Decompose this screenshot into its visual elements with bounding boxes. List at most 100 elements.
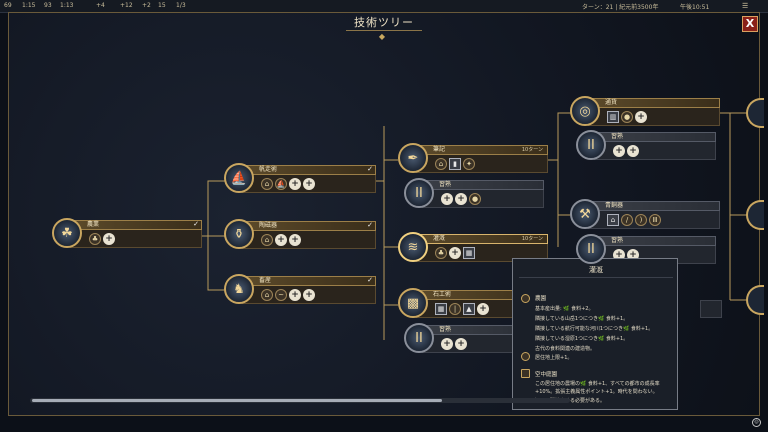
garden-heading: 空中庭園 (535, 372, 558, 378)
columns-icon: Ⅲ (649, 213, 661, 226)
plus-icon: + (289, 288, 301, 301)
plus-icon: + (635, 110, 647, 123)
scroll-icon: ▮ (449, 157, 461, 170)
harbor-icon: ⌂ (261, 177, 273, 190)
page-title: 技術ツリー (354, 16, 414, 29)
plus-icon: + (289, 233, 301, 246)
farm-line: 隣接している山岳1つにつき🌿 食料+1。 (535, 316, 629, 322)
tech-node-pottery[interactable]: 陶磁器 ✓ ⌂ + + ⚱ (224, 219, 376, 251)
tech-name: 畜産 (259, 277, 272, 284)
plus-icon: + (455, 337, 467, 350)
garden-line: 河川に隣接させる必要がある。 (535, 398, 606, 404)
stat-9: 1/3 (176, 2, 186, 9)
tooltip-divider (519, 277, 673, 278)
ornament-diamond-icon: ◆ (378, 32, 386, 41)
farm-line: 基本産出量: 🌿 食料+2。 (535, 306, 594, 312)
wall-icon: ▦ (435, 302, 447, 315)
scroll-icon: ● (469, 192, 481, 205)
stat-6: +12 (120, 2, 133, 9)
turn-count: 10ターン (521, 147, 543, 153)
title-ornament (346, 30, 422, 31)
spear-icon: / (621, 213, 633, 226)
tech-node-currency-mastery[interactable]: 習熟 + + II (576, 130, 716, 162)
tech-node-writing[interactable]: 筆記 10ターン ⌂ ▮ ✦ ✒ (398, 143, 548, 175)
settings-icon[interactable]: ◎ (752, 418, 761, 427)
obelisk-icon: | (449, 302, 461, 315)
plus-icon: + (613, 144, 625, 157)
plus-icon: + (103, 232, 115, 245)
tech-name: 灌漑 (433, 235, 446, 242)
menu-icon[interactable]: ☰ (742, 2, 749, 10)
pottery-medal-icon: ⚱ (224, 219, 254, 249)
turn-count: 10ターン (521, 236, 543, 242)
tech-node-sailing[interactable]: 帆走術✓ ⌂ ⛵ + + ⛵ (224, 163, 376, 195)
tech-name: 習熟 (439, 326, 452, 333)
pyramid-icon: ▲ (463, 302, 475, 315)
masonry-medal-icon: ▩ (398, 288, 428, 318)
check-icon: ✓ (367, 221, 373, 229)
tech-node-agriculture[interactable]: 農業✓ ♣ + ☘ (52, 218, 202, 250)
tech-name: 帆走術 (259, 166, 278, 173)
plus-icon: + (441, 337, 453, 350)
tech-name: 石工術 (433, 291, 452, 298)
farm-line: 古代の食料関連の建造物。 (535, 346, 596, 352)
tech-node-animal-husbandry[interactable]: 畜産✓ ⌂ ~ + + ♞ (224, 274, 376, 306)
farm-line: 隣接している湿原1つにつき🌿 食料+1。 (535, 336, 629, 342)
plus-icon: + (455, 192, 467, 205)
tech-name: 青銅器 (605, 202, 624, 209)
turn-counter: ターン：21 | 紀元前3500年 (582, 4, 659, 11)
library-icon: ⌂ (435, 157, 447, 170)
next-tech-medal-icon[interactable] (746, 285, 764, 315)
bronze-medal-icon: ⚒ (570, 199, 600, 229)
tech-node-currency[interactable]: 通貨 ▥ ● + ◎ (570, 96, 720, 128)
stat-2: 1:15 (22, 2, 36, 9)
tooltip-title: 灌漑 (589, 266, 603, 274)
plus-icon: + (289, 177, 301, 190)
farm-icon: ♣ (435, 246, 447, 259)
plus-icon: + (275, 233, 287, 246)
tech-name: 通貨 (605, 99, 618, 106)
farm-heading: 農園 (535, 296, 547, 302)
population-icon (521, 352, 530, 361)
plus-icon: + (627, 248, 639, 261)
garden-line: この居住地の農場の🌿 食料+1、すべての都市の成長率+10%。拡張主義属性ポイン… (535, 381, 660, 395)
plus-icon: + (303, 288, 315, 301)
clock: 午後10:51 (680, 4, 710, 11)
plus-icon: + (441, 192, 453, 205)
check-icon: ✓ (193, 220, 199, 228)
next-tech-medal-icon[interactable] (746, 200, 764, 230)
plus-icon: + (627, 144, 639, 157)
stat-8: 15 (158, 2, 166, 9)
irrigation-medal-icon: ≋ (398, 232, 428, 262)
stat-4: 1:13 (60, 2, 74, 9)
tech-node-writing-mastery[interactable]: 習熟 + + ● II (404, 178, 544, 210)
tech-name: 習熟 (439, 181, 452, 188)
farm-icon: ♣ (89, 232, 101, 245)
writing-medal-icon: ✒ (398, 143, 428, 173)
stat-7: +2 (142, 2, 151, 9)
plus-icon: + (613, 248, 625, 261)
tech-node-bronze-working[interactable]: 青銅器 ⌂ / ) Ⅲ ⚒ (570, 199, 720, 231)
close-button[interactable]: X (742, 16, 758, 32)
plus-icon: + (303, 177, 315, 190)
sailing-medal-icon: ⛵ (224, 163, 254, 193)
tech-name: 習熟 (611, 133, 624, 140)
next-tech-medal-icon[interactable] (746, 98, 764, 128)
tech-name: 農業 (87, 221, 100, 228)
mastery-medal-icon: II (404, 323, 434, 353)
stat-5: +4 (96, 2, 105, 9)
coin-icon: ● (621, 110, 633, 123)
tech-name: 陶磁器 (259, 222, 278, 229)
tech-name: 筆記 (433, 146, 446, 153)
partial-node-bar (700, 300, 722, 318)
stat-1: 69 (4, 2, 12, 9)
camp-icon: ⌂ (261, 288, 273, 301)
pop-line: 居住地上限+1。 (535, 355, 573, 361)
mastery-medal-icon: II (576, 130, 606, 160)
mastery-medal-icon: II (404, 178, 434, 208)
granary-icon: ⌂ (261, 233, 273, 246)
scrollbar-thumb[interactable] (32, 399, 442, 402)
lightbulb-icon: ✦ (463, 157, 475, 170)
